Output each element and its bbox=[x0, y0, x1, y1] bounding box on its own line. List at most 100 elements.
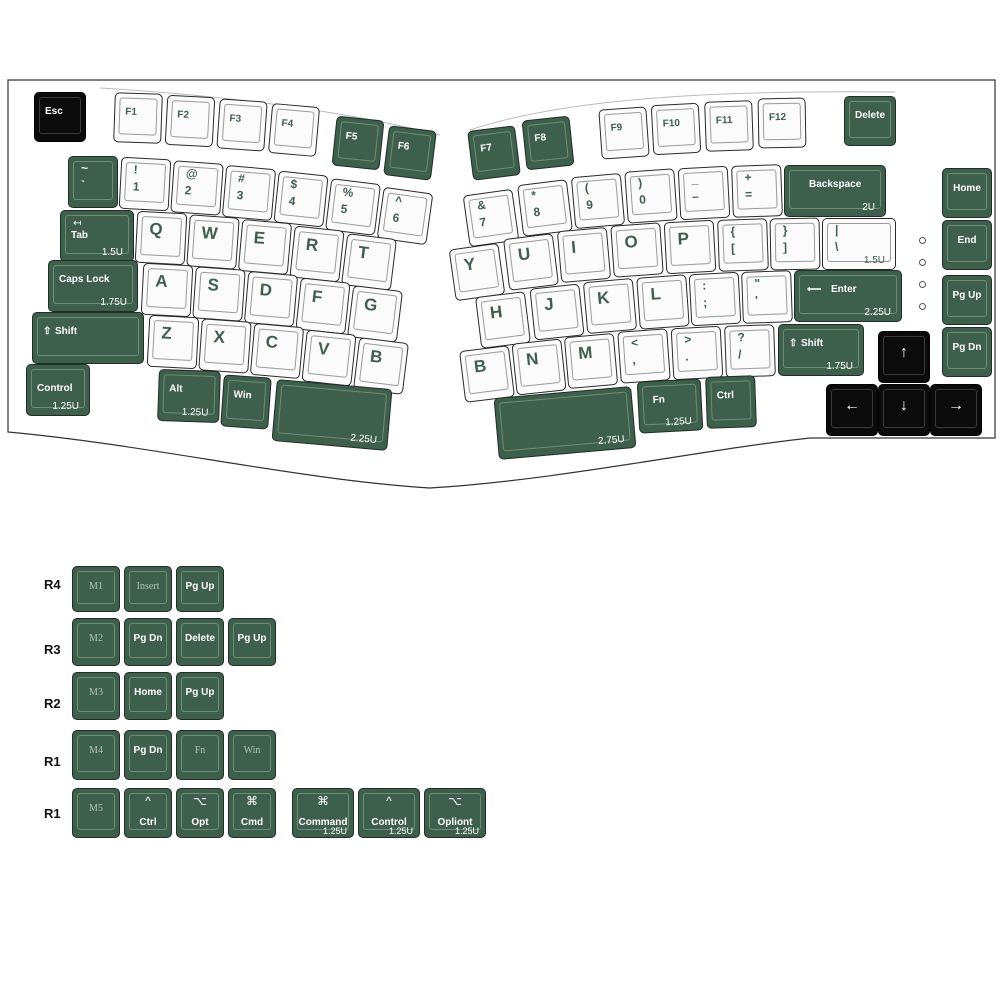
key-5: %5 bbox=[325, 178, 381, 236]
key-f10: F10 bbox=[650, 102, 702, 156]
key-lbracket: {[ bbox=[717, 218, 769, 272]
key-pgdn: Pg Dn bbox=[942, 327, 992, 377]
key-0: )0 bbox=[624, 168, 678, 224]
key-e: E bbox=[237, 218, 293, 276]
row-label-r1: R1 bbox=[44, 754, 61, 769]
indicator-led bbox=[919, 237, 926, 244]
key-semicolon: :; bbox=[688, 271, 742, 327]
key-lshift: ⇧Shift bbox=[32, 312, 144, 364]
indicator-led bbox=[919, 281, 926, 288]
extra-key-ctrl: ^Ctrl bbox=[124, 788, 172, 838]
key-end: End bbox=[942, 220, 992, 270]
key-arrow-up: ↑ bbox=[878, 331, 930, 383]
extra-key-win: Win bbox=[228, 730, 276, 780]
key-f: F bbox=[295, 277, 351, 335]
extra-key-pgup: Pg Up bbox=[176, 672, 224, 720]
command-icon: ⌘ bbox=[317, 794, 329, 808]
keyboard-diagram: Esc F1 F2 F3 F4 F5 F6 F7 F8 F9 F10 F11 F… bbox=[0, 0, 1000, 500]
key-f12: F12 bbox=[757, 97, 807, 149]
row-label-r4: R4 bbox=[44, 577, 61, 592]
key-y: Y bbox=[448, 242, 506, 302]
option-icon: ⌥ bbox=[448, 794, 462, 808]
key-f6: F6 bbox=[383, 125, 437, 181]
key-equals: += bbox=[731, 164, 783, 218]
key-slash: ?/ bbox=[724, 324, 776, 378]
key-arrow-left: ← bbox=[826, 384, 878, 436]
row-label-r3: R3 bbox=[44, 642, 61, 657]
key-comma: <, bbox=[617, 328, 671, 384]
extra-key-m2: M2 bbox=[72, 618, 120, 666]
key-j: J bbox=[529, 283, 585, 341]
key-rbracket: }] bbox=[769, 217, 821, 271]
key-ctrl: Ctrl bbox=[705, 375, 757, 429]
key-v: V bbox=[301, 329, 357, 387]
extra-key-delete: Delete bbox=[176, 618, 224, 666]
key-f8: F8 bbox=[521, 115, 575, 171]
key-esc: Esc bbox=[34, 92, 86, 142]
extra-key-m1: M1 bbox=[72, 566, 120, 612]
key-o: O bbox=[610, 222, 664, 278]
key-pgup: Pg Up bbox=[942, 275, 992, 325]
key-d: D bbox=[243, 270, 299, 328]
extra-key-pgup: Pg Up bbox=[228, 618, 276, 666]
key-arrow-down: ↓ bbox=[878, 384, 930, 436]
extra-key-m3: M3 bbox=[72, 672, 120, 720]
key-s: S bbox=[192, 266, 246, 322]
key-arrow-right: → bbox=[930, 384, 982, 436]
key-h: H bbox=[475, 291, 531, 349]
extra-key-pgdn: Pg Dn bbox=[124, 618, 172, 666]
key-r: R bbox=[289, 225, 345, 283]
key-quote: "' bbox=[741, 270, 793, 324]
key-period: >. bbox=[670, 325, 724, 381]
key-1: !1 bbox=[118, 156, 172, 212]
key-f1: F1 bbox=[113, 92, 163, 144]
key-q: Q bbox=[134, 210, 188, 266]
key-p: P bbox=[663, 219, 717, 275]
key-3: #3 bbox=[221, 164, 277, 222]
key-f9: F9 bbox=[598, 106, 650, 160]
key-delete: Delete bbox=[844, 96, 896, 146]
key-minus: _– bbox=[677, 165, 731, 221]
key-m: M bbox=[563, 332, 619, 390]
key-b-right: B bbox=[459, 345, 515, 403]
key-4: $4 bbox=[273, 170, 329, 228]
extra-key-fn: Fn bbox=[176, 730, 224, 780]
key-tilde: ~` bbox=[68, 156, 118, 208]
extra-key-m5: M5 bbox=[72, 788, 120, 838]
key-a: A bbox=[140, 262, 194, 318]
key-g: G bbox=[347, 285, 403, 343]
row-label-r2: R2 bbox=[44, 696, 61, 711]
key-w: W bbox=[186, 214, 240, 270]
extra-key-m4: M4 bbox=[72, 730, 120, 780]
key-f4: F4 bbox=[267, 103, 321, 157]
key-l: L bbox=[636, 274, 690, 330]
caret-icon: ^ bbox=[145, 794, 151, 808]
extra-key-pgdn: Pg Dn bbox=[124, 730, 172, 780]
key-win: Win bbox=[220, 374, 272, 430]
extra-key-cmd: ⌘Cmd bbox=[228, 788, 276, 838]
key-f11: F11 bbox=[704, 100, 754, 152]
key-k: K bbox=[582, 277, 638, 335]
tab-arrow-icon: ↤ bbox=[73, 218, 82, 229]
key-9: (9 bbox=[570, 172, 626, 230]
enter-arrow-icon: ⟵ bbox=[807, 284, 822, 295]
extra-key-pgup: Pg Up bbox=[176, 566, 224, 612]
option-icon: ⌥ bbox=[193, 794, 207, 808]
key-t: T bbox=[341, 233, 397, 291]
key-space-right: 2.75U bbox=[493, 386, 637, 460]
caret-icon: ^ bbox=[386, 794, 392, 808]
key-home: Home bbox=[942, 168, 992, 218]
extra-key-insert: Insert bbox=[124, 566, 172, 612]
key-8: *8 bbox=[517, 179, 573, 237]
key-f2: F2 bbox=[164, 94, 216, 148]
